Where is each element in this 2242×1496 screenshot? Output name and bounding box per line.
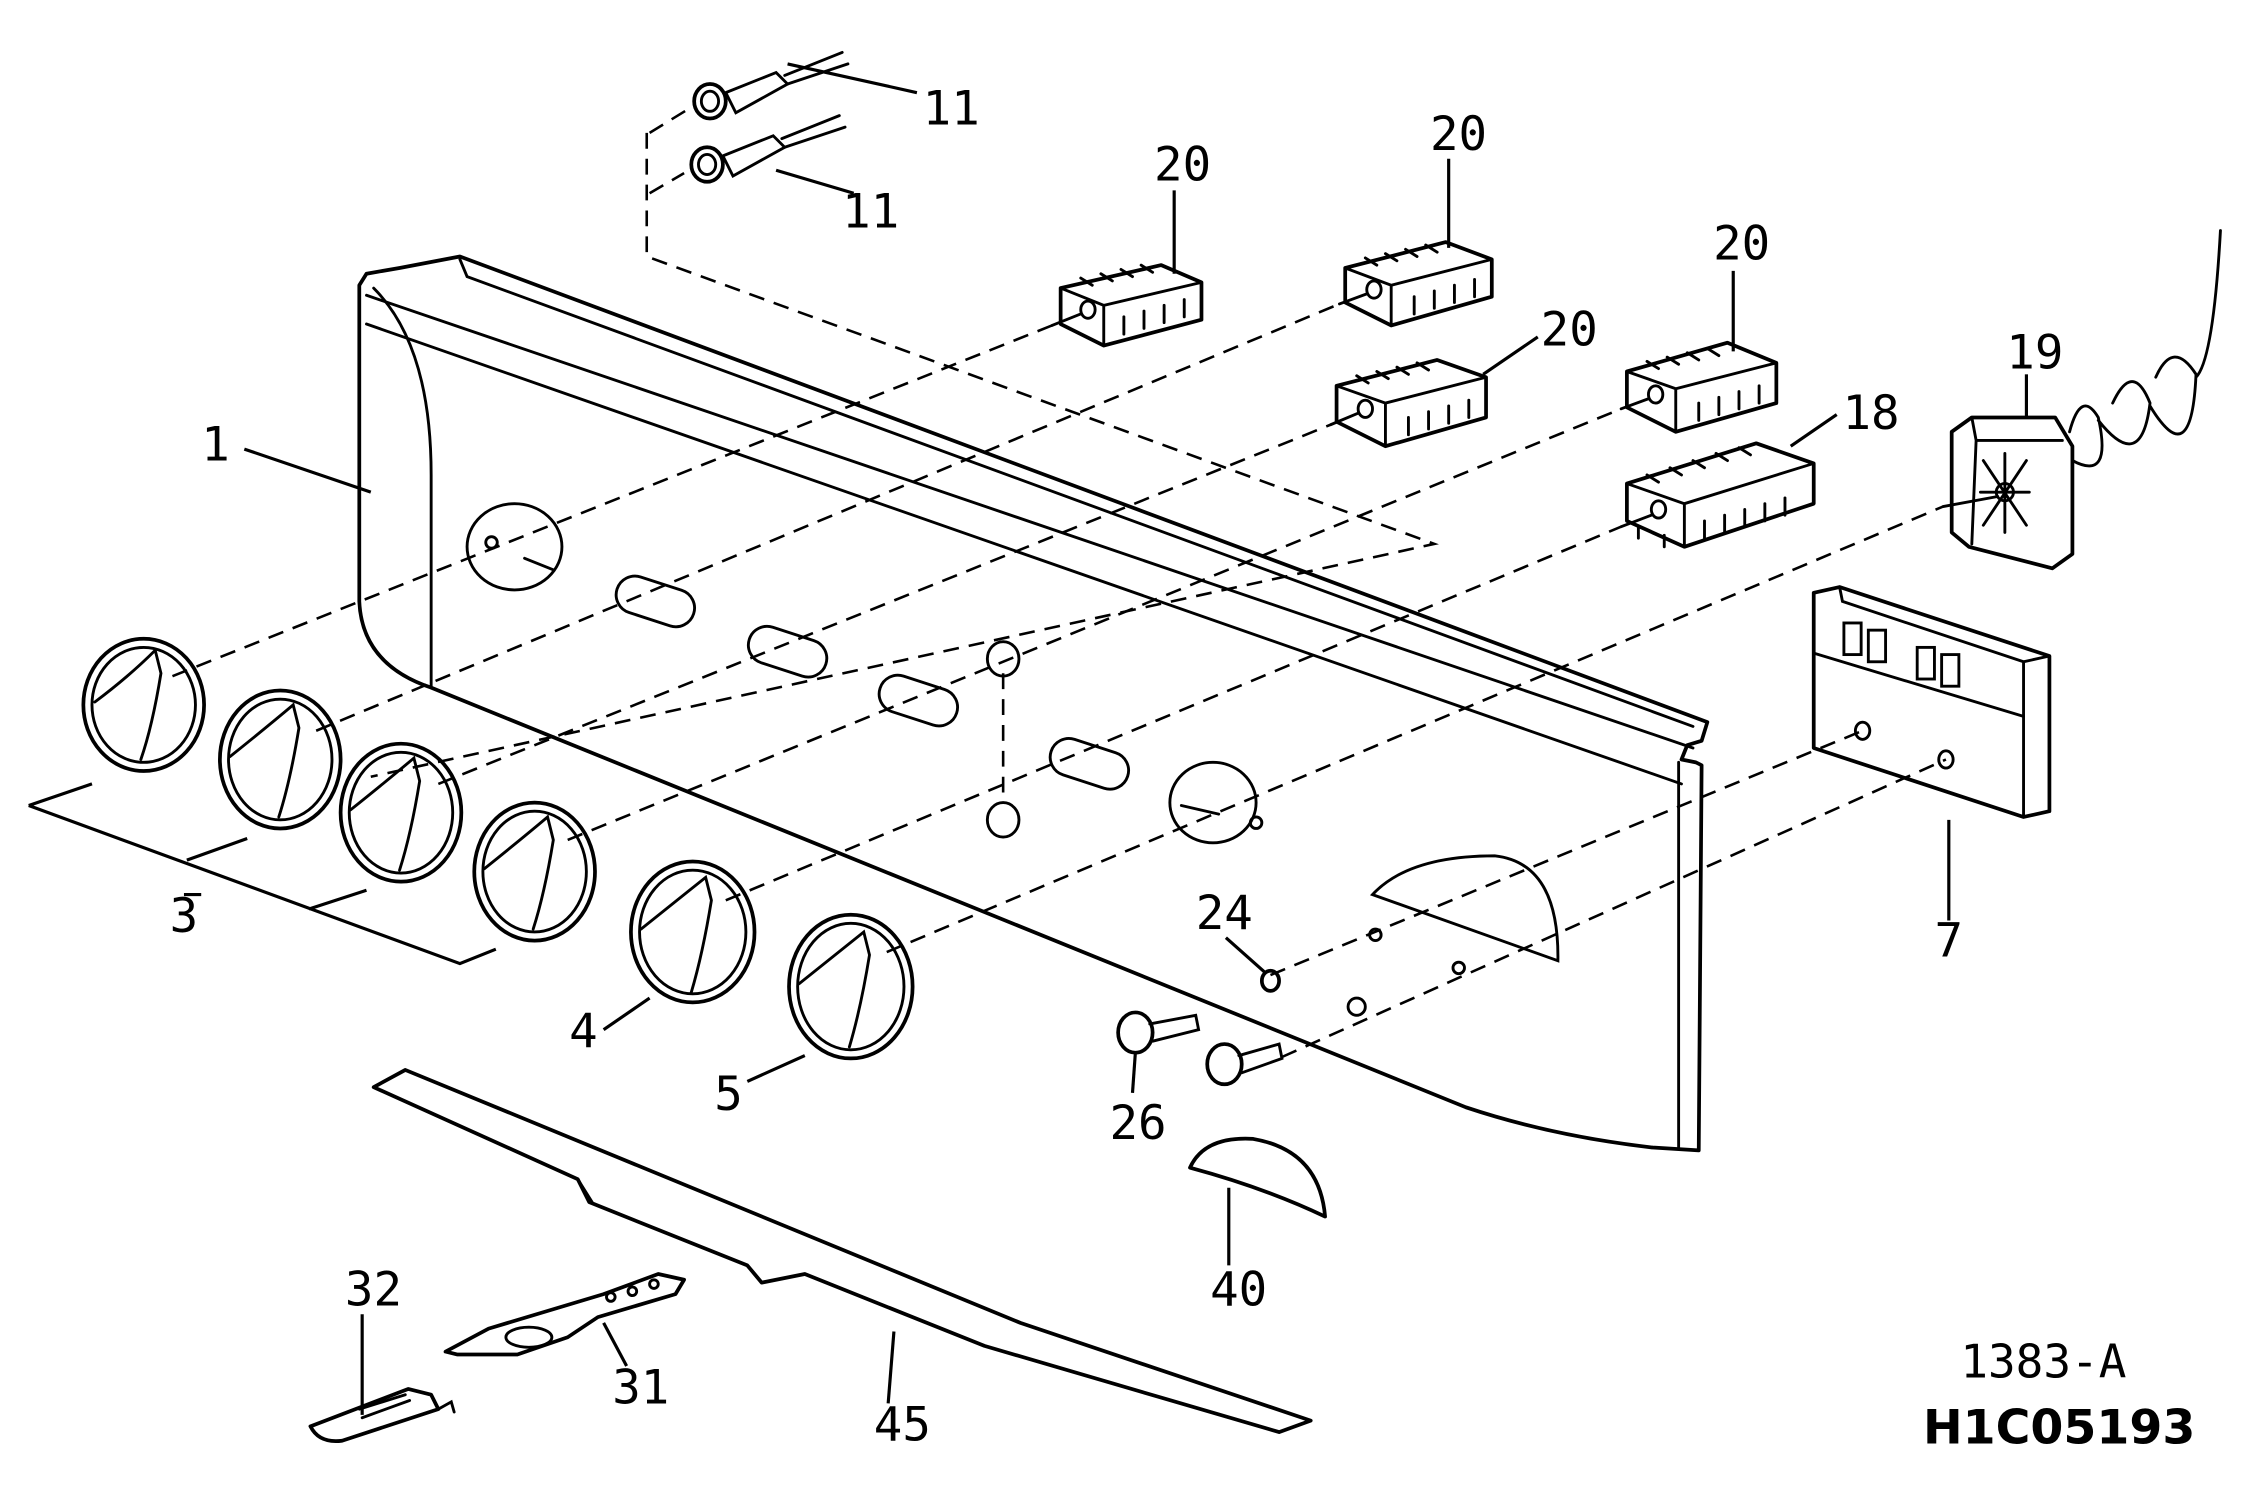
switch-part-20-b: [1338, 240, 1494, 328]
leader-lines: [243, 62, 2029, 1415]
switch-part-20-d: [1619, 340, 1779, 434]
callout-31: 31: [612, 1360, 669, 1415]
trim-strip-part-45: [371, 1068, 1313, 1434]
indicator-lamp-part-11-a: [692, 50, 850, 121]
knob-2: [218, 688, 343, 831]
clip-part-32: [308, 1387, 456, 1443]
bracket-part-31: [443, 1272, 686, 1357]
callout-1: 1: [201, 418, 230, 473]
callout-45: 45: [874, 1398, 931, 1453]
callout-26: 26: [1110, 1096, 1167, 1151]
callout-40: 40: [1210, 1263, 1267, 1318]
knob-3: [338, 741, 464, 884]
callout-24: 24: [1196, 886, 1253, 941]
push-rod-part-26-a: [1116, 1010, 1201, 1055]
clock-display-part-7: [1811, 585, 2052, 819]
callout-20-b: 20: [1430, 107, 1487, 162]
callout-19: 19: [2006, 326, 2063, 381]
display-lens-part-40: [1188, 1136, 1327, 1219]
figure-code: 1383-A: [1960, 1334, 2126, 1388]
callout-20-d: 20: [1713, 216, 1770, 271]
knob-part-5: [787, 912, 915, 1061]
callout-18: 18: [1842, 386, 1899, 441]
callout-5: 5: [714, 1067, 743, 1122]
part-code: H1C05193: [1923, 1401, 2195, 1456]
assembly-lines: [171, 108, 1947, 1059]
knob-part-4: [629, 859, 757, 1005]
knob-4: [472, 800, 597, 943]
switch-part-18: [1619, 441, 1816, 549]
callout-labels: 1 3 4 5 7 11 11 18 19 20 20 20 20 24 26 …: [170, 81, 2064, 1452]
callout-4: 4: [569, 1004, 598, 1059]
callout-11-top: 11: [923, 81, 980, 136]
callout-20-a: 20: [1154, 137, 1211, 192]
indicator-lamp-part-11-b: [689, 114, 847, 184]
lamp-lens-part-24: [1259, 968, 1281, 993]
callout-3: 3: [170, 889, 199, 944]
callout-20-c: 20: [1541, 303, 1598, 358]
control-panel-part-1: [357, 254, 1710, 1153]
thermostat-part-19: [1941, 229, 2222, 571]
callout-11-bottom: 11: [842, 185, 899, 240]
callout-7: 7: [1934, 913, 1963, 968]
push-rod-part-26-b: [1205, 1042, 1284, 1087]
knob-1: [81, 636, 206, 773]
callout-32: 32: [345, 1263, 402, 1318]
switch-part-20-c: [1329, 358, 1488, 449]
switch-part-20-a: [1050, 263, 1204, 348]
knob-group-part-3: [81, 636, 597, 943]
